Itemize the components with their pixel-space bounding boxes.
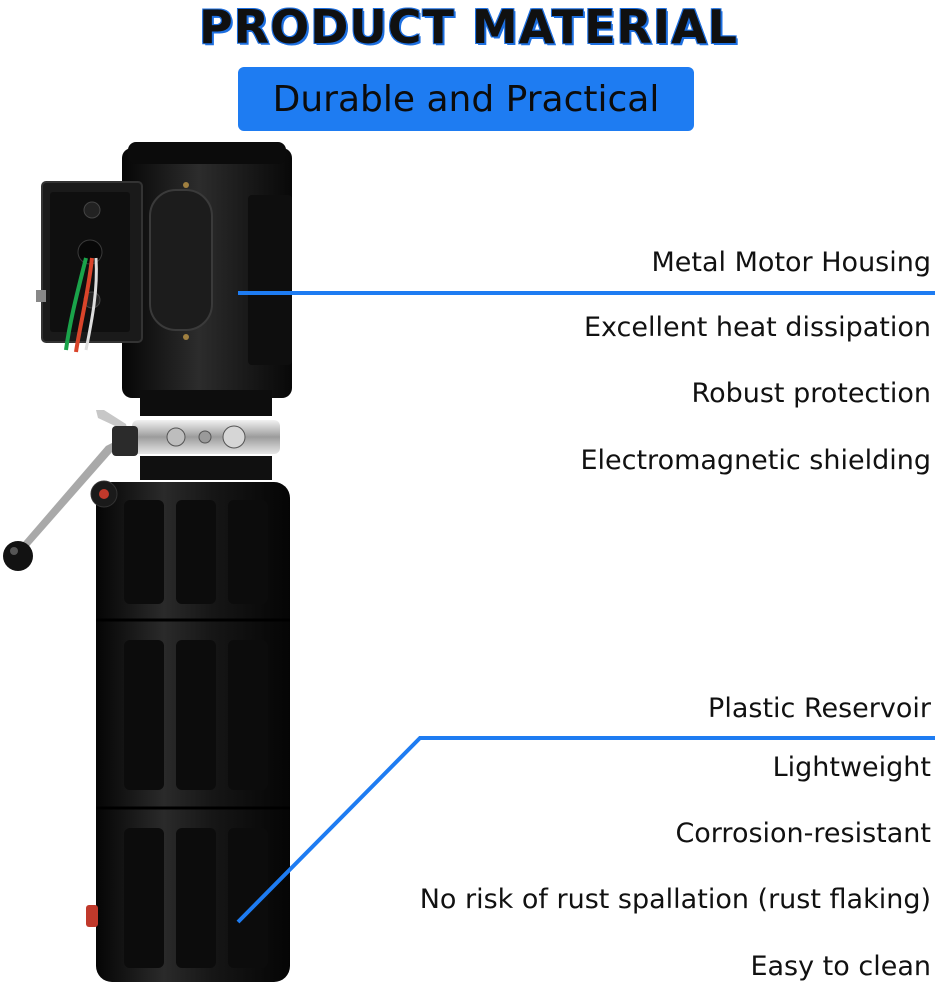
clamp-ring — [132, 420, 280, 480]
motor-heading: Metal Motor Housing — [651, 247, 931, 278]
reservoir-feature: Lightweight — [772, 752, 931, 783]
subtitle-banner: Durable and Practical — [238, 67, 694, 131]
motor-feature: Excellent heat dissipation — [583, 312, 931, 343]
reservoir-feature: Easy to clean — [750, 951, 931, 982]
motor-feature: Robust protection — [691, 378, 931, 409]
reservoir-heading: Plastic Reservoir — [708, 693, 931, 724]
reservoir-feature: Corrosion-resistant — [675, 818, 931, 849]
reservoir-callout-line — [236, 736, 935, 924]
page-title: PRODUCT MATERIAL — [199, 0, 738, 54]
reservoir-feature: No risk of rust spallation (rust flaking… — [419, 884, 931, 915]
motor-feature: Electromagnetic shielding — [580, 445, 931, 476]
release-lever — [3, 410, 138, 571]
reservoir-tank — [86, 480, 290, 982]
subtitle-text: Durable and Practical — [272, 78, 660, 120]
motor-housing — [122, 142, 292, 416]
junction-box — [36, 181, 143, 353]
